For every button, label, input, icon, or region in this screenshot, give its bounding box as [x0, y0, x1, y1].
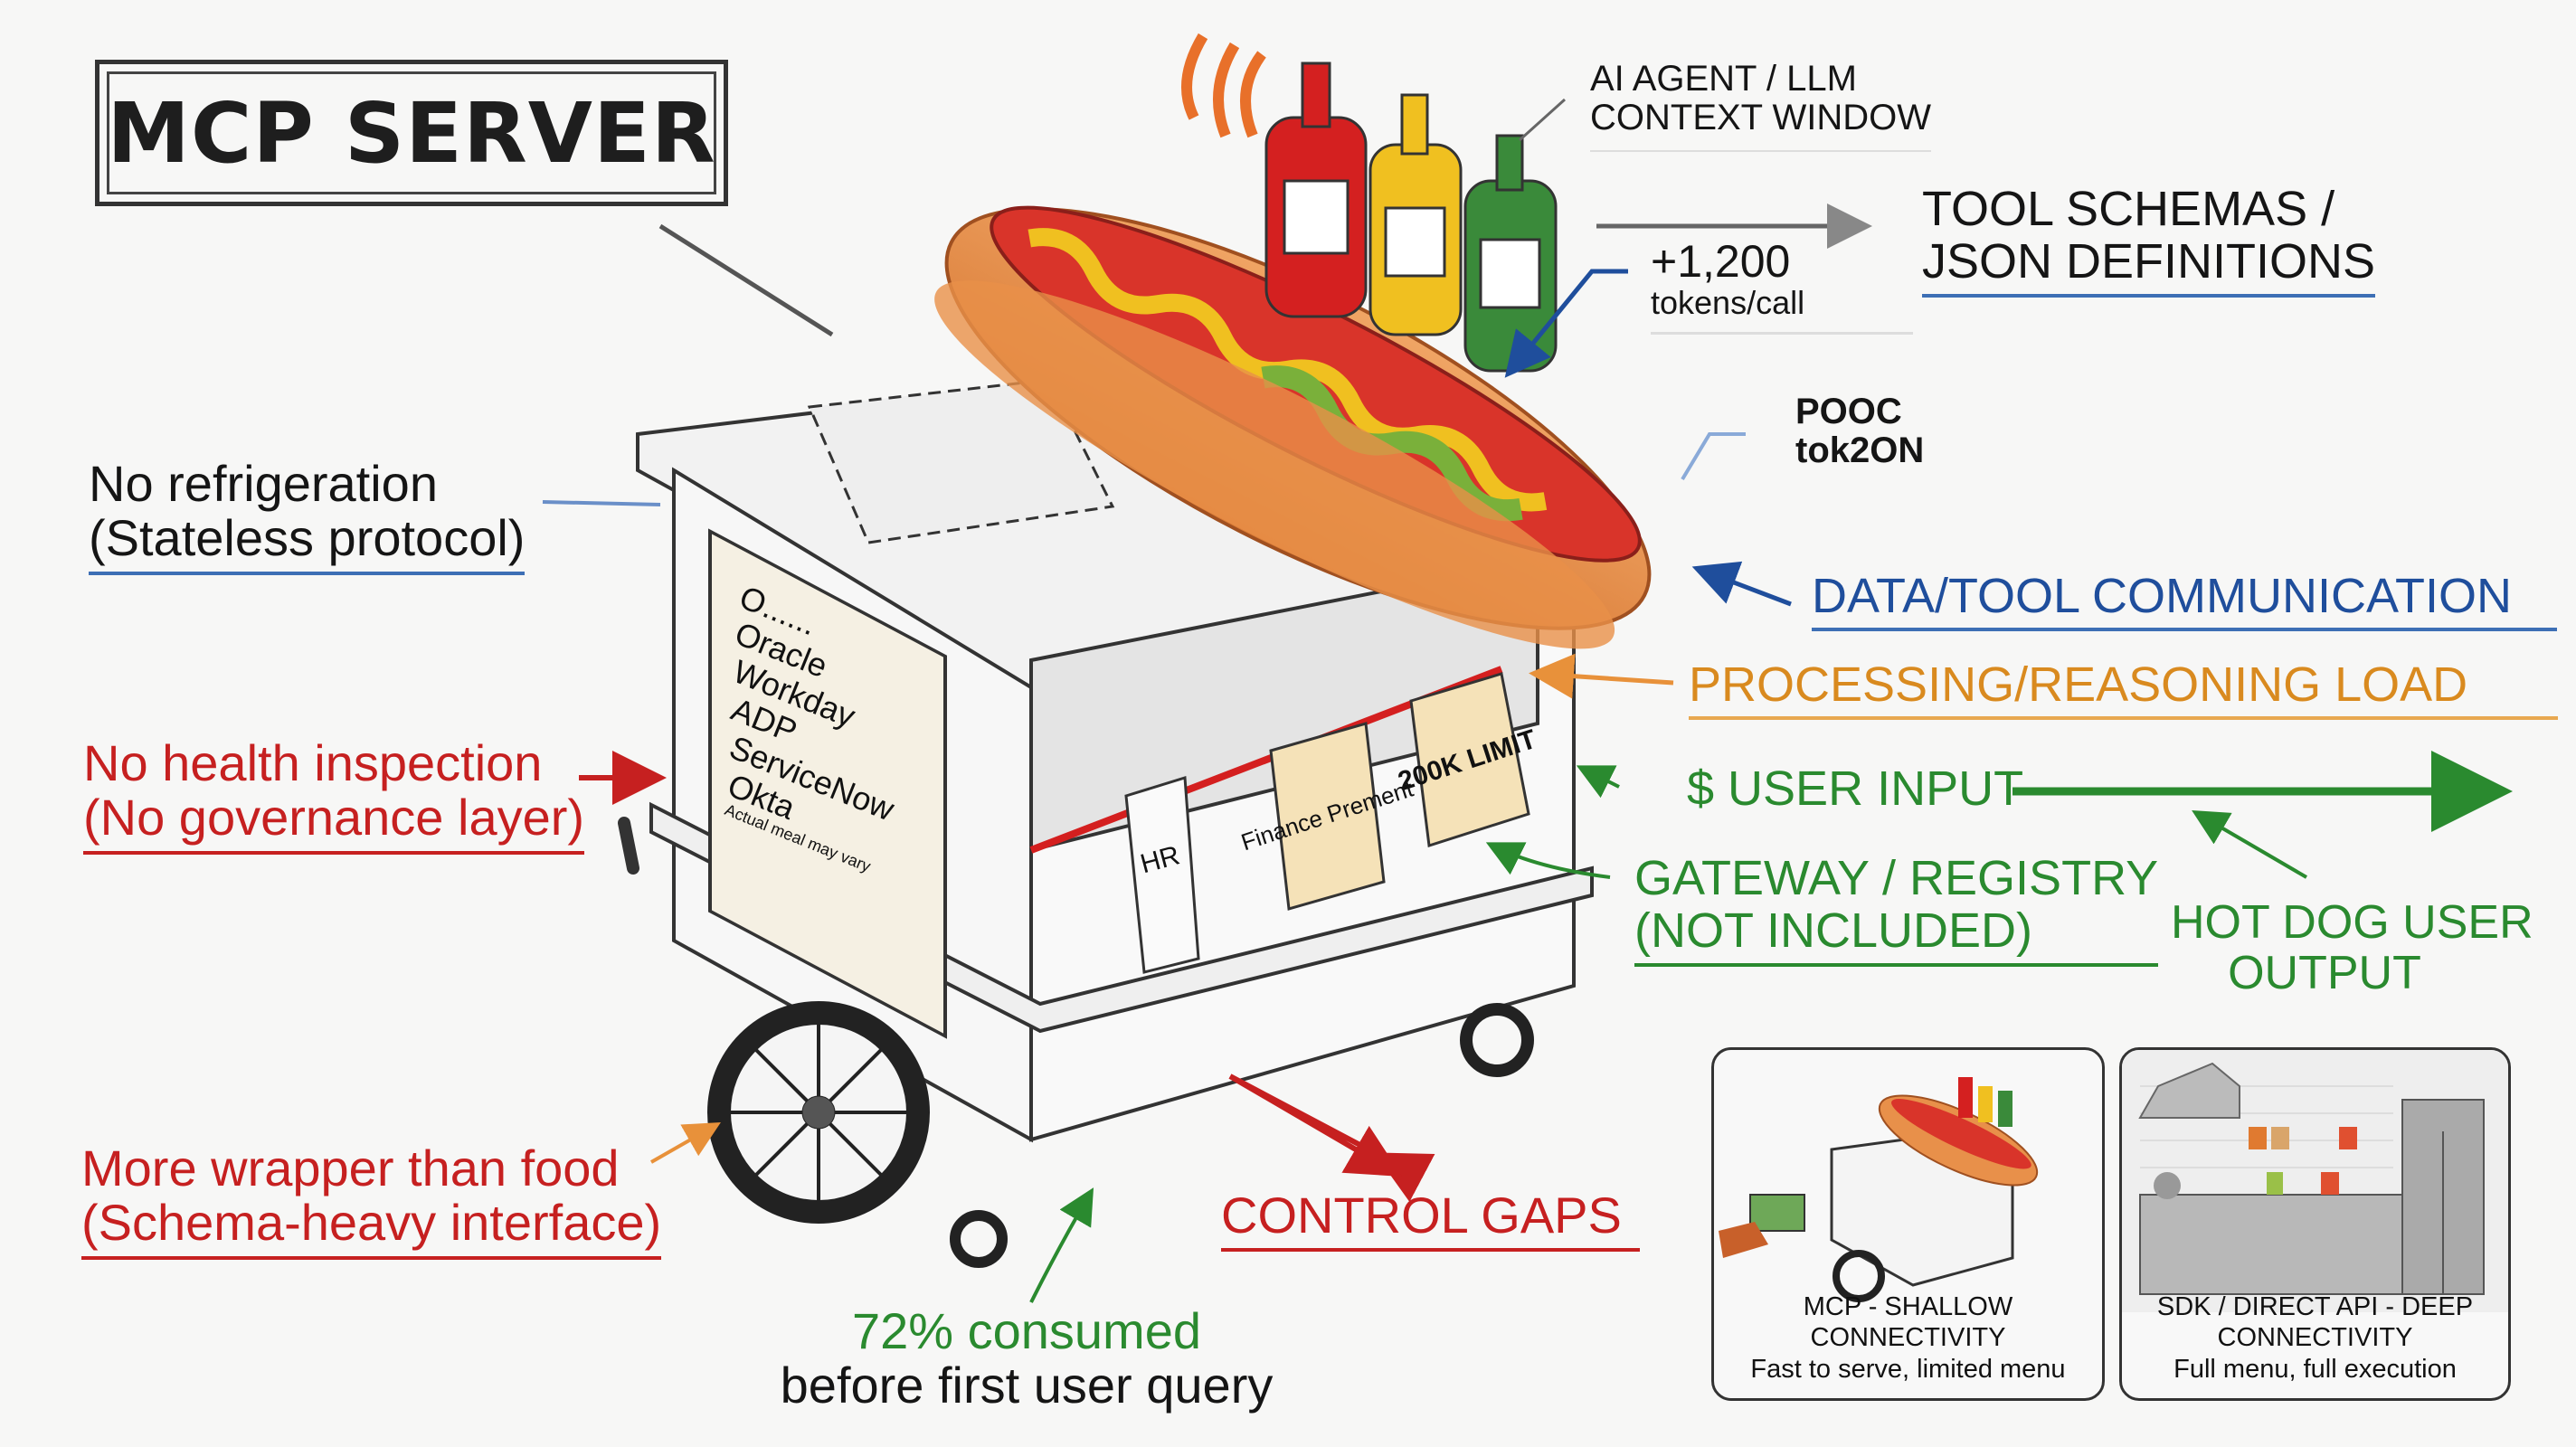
gateway-line2: (NOT INCLUDED) [1634, 903, 2033, 959]
consumed-label: 72% consumed before first user query [755, 1302, 1298, 1414]
page-title-text: MCP SERVER [107, 84, 716, 182]
consumed-line1: 72% consumed [851, 1302, 1201, 1359]
refrigeration-line1: No refrigeration [89, 455, 438, 512]
output-line2: OUTPUT [2228, 947, 2421, 1000]
pooc-line2: tok2ON [1795, 430, 1925, 471]
agent-label-line2: CONTEXT WINDOW [1590, 98, 1932, 138]
wrapper-label: More wrapper than food (Schema-heavy int… [81, 1140, 662, 1260]
schemas-label-line2: JSON DEFINITIONS [1922, 234, 2376, 289]
pooc-label: POOC tok2ON [1795, 392, 1924, 470]
output-label: HOT DOG USER OUTPUT [2171, 896, 2533, 1000]
control-gaps-label: CONTROL GAPS [1221, 1187, 1640, 1253]
condiment-bottles-icon [1181, 33, 1558, 373]
agent-label-line1: AI AGENT / LLM [1590, 59, 1857, 99]
panel-mcp-subtitle: Fast to serve, limited menu [1750, 1355, 2066, 1385]
page-title: MCP SERVER [95, 60, 728, 206]
agent-label: AI AGENT / LLM CONTEXT WINDOW [1590, 59, 1932, 153]
gateway-label: GATEWAY / REGISTRY (NOT INCLUDED) [1634, 851, 2159, 967]
wrapper-line1: More wrapper than food [81, 1140, 620, 1196]
schemas-label: TOOL SCHEMAS / JSON DEFINITIONS [1922, 182, 2376, 298]
consumed-line2: before first user query [780, 1357, 1274, 1414]
health-label: No health inspection (No governance laye… [83, 734, 585, 855]
wrapper-line2: (Schema-heavy interface) [81, 1194, 662, 1252]
panel-mcp-title: MCP - SHALLOW CONNECTIVITY [1803, 1291, 2013, 1353]
panel-sdk-title: SDK / DIRECT API - DEEP CONNECTIVITY [2156, 1291, 2474, 1353]
arrows [542, 98, 2513, 1303]
user-input-label: $ USER INPUT [1687, 761, 2024, 816]
schemas-label-line1: TOOL SCHEMAS / [1922, 182, 2335, 236]
data-comm-label: DATA/TOOL COMMUNICATION [1812, 570, 2558, 632]
hot-dog-icon [934, 205, 1652, 649]
cart-wheel-icon [707, 1001, 1534, 1268]
tokens-value: +1,200 [1651, 236, 1791, 287]
mini-cart-icon [1719, 1077, 2039, 1302]
refrigeration-line2: (Stateless protocol) [89, 509, 526, 567]
hot-dog-cart [618, 377, 1594, 1143]
kitchen-icon [2122, 1050, 2508, 1312]
health-line1: No health inspection [83, 734, 543, 791]
pooc-line1: POOC [1795, 392, 1902, 431]
tokens-unit: tokens/call [1651, 284, 1805, 321]
gateway-line1: GATEWAY / REGISTRY [1634, 851, 2159, 905]
tokens-label: +1,200 tokens/call [1651, 237, 1913, 335]
panel-sdk-subtitle: Full menu, full execution [2174, 1355, 2457, 1385]
processing-label: PROCESSING/REASONING LOAD [1689, 658, 2559, 721]
health-line2: (No governance layer) [83, 789, 585, 846]
refrigeration-label: No refrigeration (Stateless protocol) [89, 455, 526, 575]
output-line1: HOT DOG USER [2171, 896, 2533, 949]
